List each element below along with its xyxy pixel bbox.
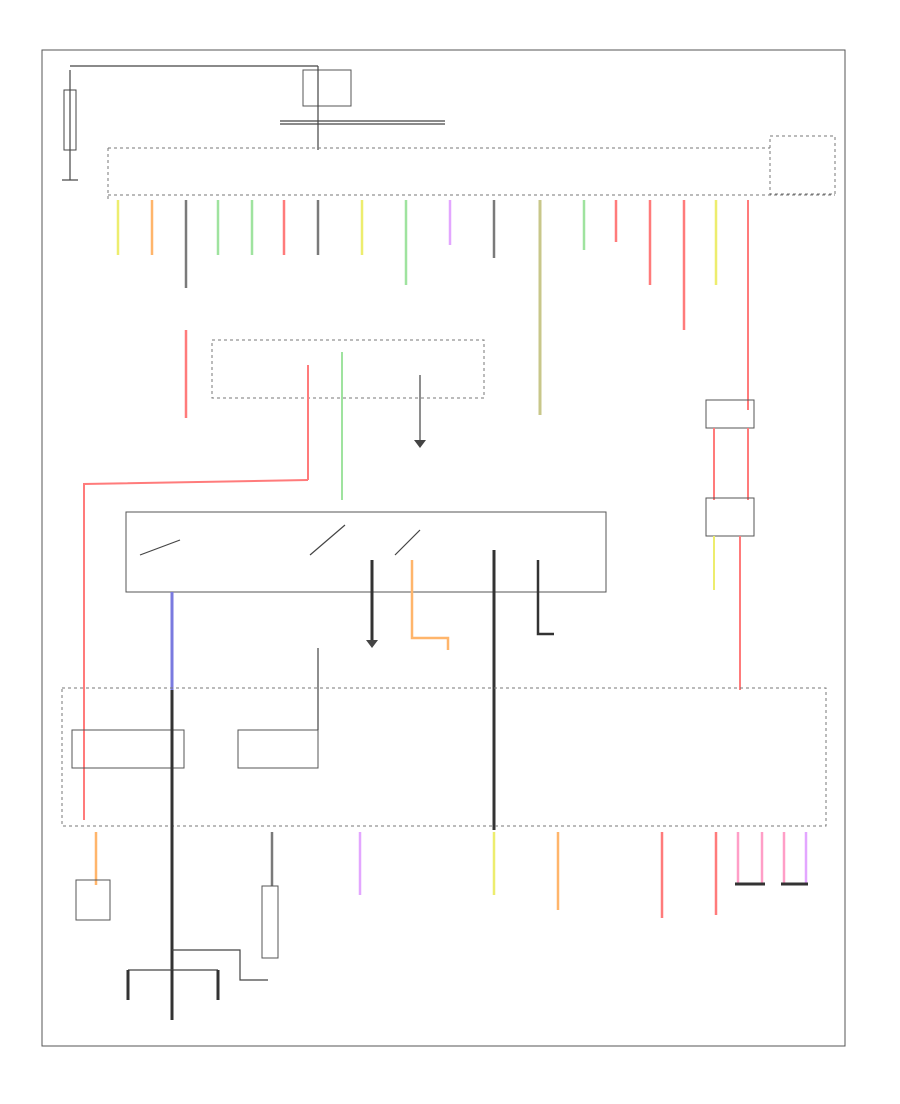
- main-fuse-box: [280, 66, 445, 150]
- middle-fuse-block: [211, 339, 485, 500]
- upper-fuse-block: [107, 135, 836, 200]
- battery-symbol: [62, 65, 318, 181]
- diagram-border: [41, 49, 846, 1047]
- ignition-switch: [125, 511, 607, 593]
- right-relays: [705, 200, 755, 690]
- lower-fuse-block: [61, 648, 827, 1020]
- red-feed-wire: [83, 479, 309, 820]
- ground-network: [75, 879, 808, 1000]
- upper-branch-wires: [116, 200, 718, 418]
- lower-branch-wires: [94, 832, 808, 918]
